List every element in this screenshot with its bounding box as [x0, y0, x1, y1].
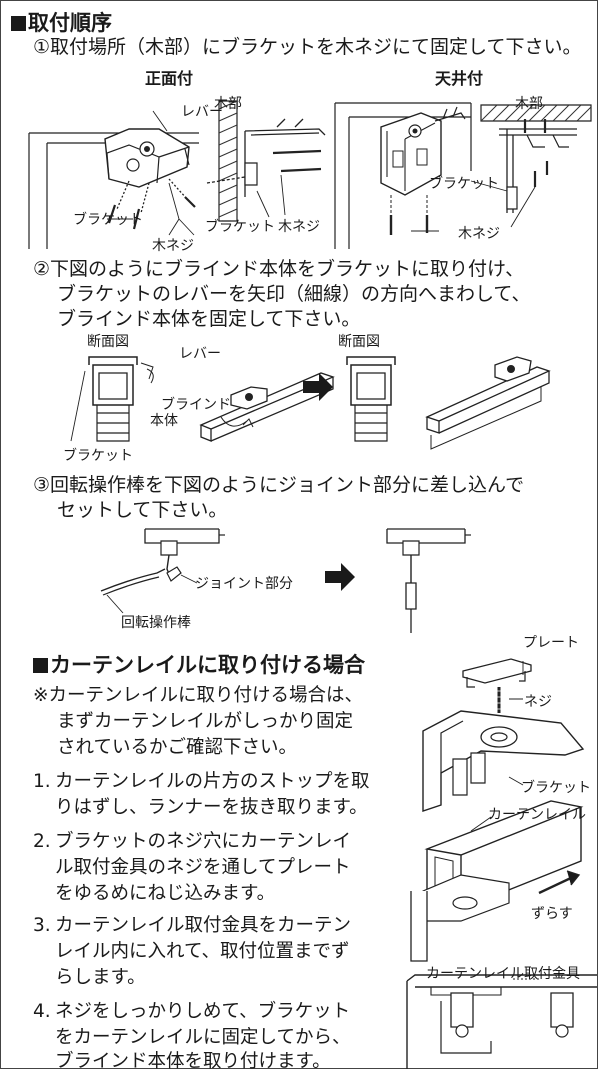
item1-line1: カーテンレイルの片方のストップを取 — [55, 771, 370, 792]
ceiling-mount-diagram — [331, 91, 595, 251]
item3-line3: らします。 — [55, 967, 146, 988]
label-screw-1: 木ネジ — [152, 238, 194, 254]
label-section-view-2: 断面図 — [338, 334, 380, 350]
step2-diagram — [71, 329, 571, 471]
ceiling-mount-title: 天井付 — [435, 69, 484, 88]
label-rail-fitting: カーテンレイル取付金具 — [426, 966, 580, 982]
item3-num: 3. — [33, 915, 51, 936]
item2-line1: ブラケットのネジ穴にカーテンレイ — [55, 831, 352, 852]
heading-square-icon-2 — [33, 658, 48, 673]
step1-text: ①取付場所（木部）にブラケットを木ネジにて固定して下さい。 — [33, 36, 582, 58]
label-plate: プレート — [523, 635, 579, 651]
label-wood-1: 木部 — [214, 96, 242, 112]
step3-diagram — [101, 521, 501, 633]
label-blind-body-2: 本体 — [150, 413, 178, 429]
item1-num: 1. — [33, 771, 51, 792]
label-lever-2: レバー — [179, 346, 221, 362]
item3-line2: レイル内に入れて、取付位置までず — [55, 941, 350, 962]
label-joint: ジョイント部分 — [195, 576, 293, 592]
note-line1: ※カーテンレイルに取り付ける場合は、 — [33, 685, 364, 706]
label-screw-2: 木ネジ — [278, 219, 320, 235]
step2-line2: ブラケットのレバーを矢印（細線）の方向へまわして、 — [57, 283, 531, 305]
section2-heading-text: カーテンレイルに取り付ける場合 — [50, 653, 365, 677]
note-line2: まずカーテンレイルがしっかり固定 — [57, 711, 354, 732]
section1-heading: 取付順序 — [11, 7, 112, 37]
label-bracket-2: ブラケット — [205, 219, 275, 235]
note-line3: されているかご確認下さい。 — [57, 737, 297, 758]
label-bracket-1: ブラケット — [73, 212, 143, 228]
section1-heading-text: 取付順序 — [28, 11, 112, 35]
item2-num: 2. — [33, 831, 51, 852]
item4-line2: をカーテンレイルに固定してから、 — [55, 1027, 351, 1048]
label-slide: ずらす — [531, 906, 573, 922]
item2-line3: をゆるめにねじ込みます。 — [55, 883, 276, 904]
item3-line1: カーテンレイル取付金具をカーテン — [55, 915, 352, 936]
label-section-view-1: 断面図 — [87, 334, 129, 350]
label-wand: 回転操作棒 — [121, 615, 191, 631]
label-lever: レバー — [181, 104, 223, 120]
label-blind-body-1: ブラインド — [161, 397, 231, 413]
step3-line1: ③回転操作棒を下図のようにジョイント部分に差し込んで — [33, 474, 525, 496]
label-screw-3: 木ネジ — [458, 226, 500, 242]
heading-square-icon — [11, 16, 26, 31]
label-screw: ネジ — [524, 694, 552, 710]
curtain-rail-diagram — [401, 641, 597, 1069]
label-wood-2: 木部 — [515, 96, 543, 112]
front-mount-diagram — [29, 91, 329, 251]
label-bracket-rail: ブラケット — [521, 780, 591, 796]
label-bracket-step2: ブラケット — [63, 448, 133, 464]
step2-line3: ブラインド本体を固定して下さい。 — [57, 308, 361, 330]
front-mount-title: 正面付 — [145, 69, 194, 88]
item4-line3: ブラインド本体を取り付けます。 — [55, 1051, 331, 1072]
item4-line1: ネジをしっかりしめて、ブラケット — [55, 1001, 351, 1022]
step3-line2: セットして下さい。 — [57, 499, 228, 521]
label-curtain-rail: カーテンレイル — [488, 807, 586, 823]
item2-line2: ル取付金具のネジを通してプレート — [55, 857, 351, 878]
item4-num: 4. — [33, 1001, 51, 1022]
label-bracket-3: ブラケット — [429, 176, 499, 192]
section2-heading: カーテンレイルに取り付ける場合 — [33, 649, 365, 679]
step2-line1: ②下図のようにブラインド本体をブラケットに取り付け、 — [33, 258, 525, 280]
item1-line2: りはずし、ランナーを抜き取ります。 — [55, 797, 368, 818]
